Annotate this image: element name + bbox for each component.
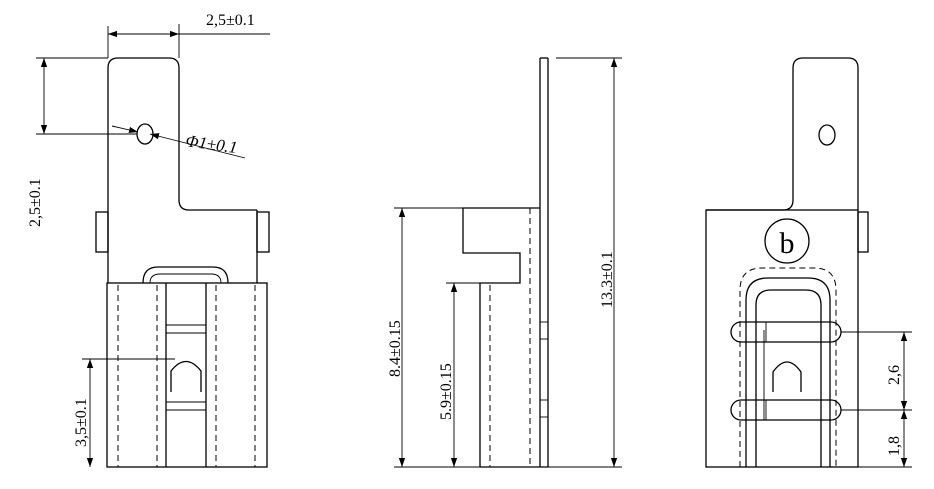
front-tab-outline [107, 57, 257, 211]
front-dimensions: 2,5±0.1 Φ1±0.1 2,5±0.1 3,5±0.1 [27, 12, 270, 467]
dim-side-84: 8.4±0.15 [387, 320, 404, 377]
variant-label: b [780, 227, 795, 260]
back-tab-outline [706, 57, 859, 211]
dim-right-26: 2,6 [886, 365, 903, 385]
back-view: b [705, 57, 869, 468]
dim-left-lower: 3,5±0.1 [73, 398, 90, 447]
front-lug-left [95, 211, 109, 253]
side-view [462, 57, 549, 468]
dim-hole-height: 2,5±0.1 [27, 178, 44, 227]
front-lug-right [256, 211, 270, 253]
dim-side-59: 5.9±0.15 [438, 363, 455, 420]
dim-top-width: 2,5±0.1 [206, 12, 255, 29]
variant-circle [764, 218, 810, 264]
back-bar-lower [730, 399, 842, 421]
back-lug-right [857, 211, 869, 253]
front-view [95, 57, 270, 468]
dim-hole-diameter: Φ1±0.1 [184, 131, 238, 157]
back-hole [818, 124, 836, 146]
back-body [705, 209, 859, 468]
back-dimensions: 2,6 1,8 [841, 331, 912, 468]
side-dimensions: 8.4±0.15 5.9±0.15 13.3±0.1 [387, 57, 622, 468]
dim-right-18: 1,8 [886, 436, 903, 456]
front-body [106, 282, 268, 468]
back-bar-upper [730, 321, 842, 343]
dim-total-height: 13.3±0.1 [599, 251, 616, 308]
